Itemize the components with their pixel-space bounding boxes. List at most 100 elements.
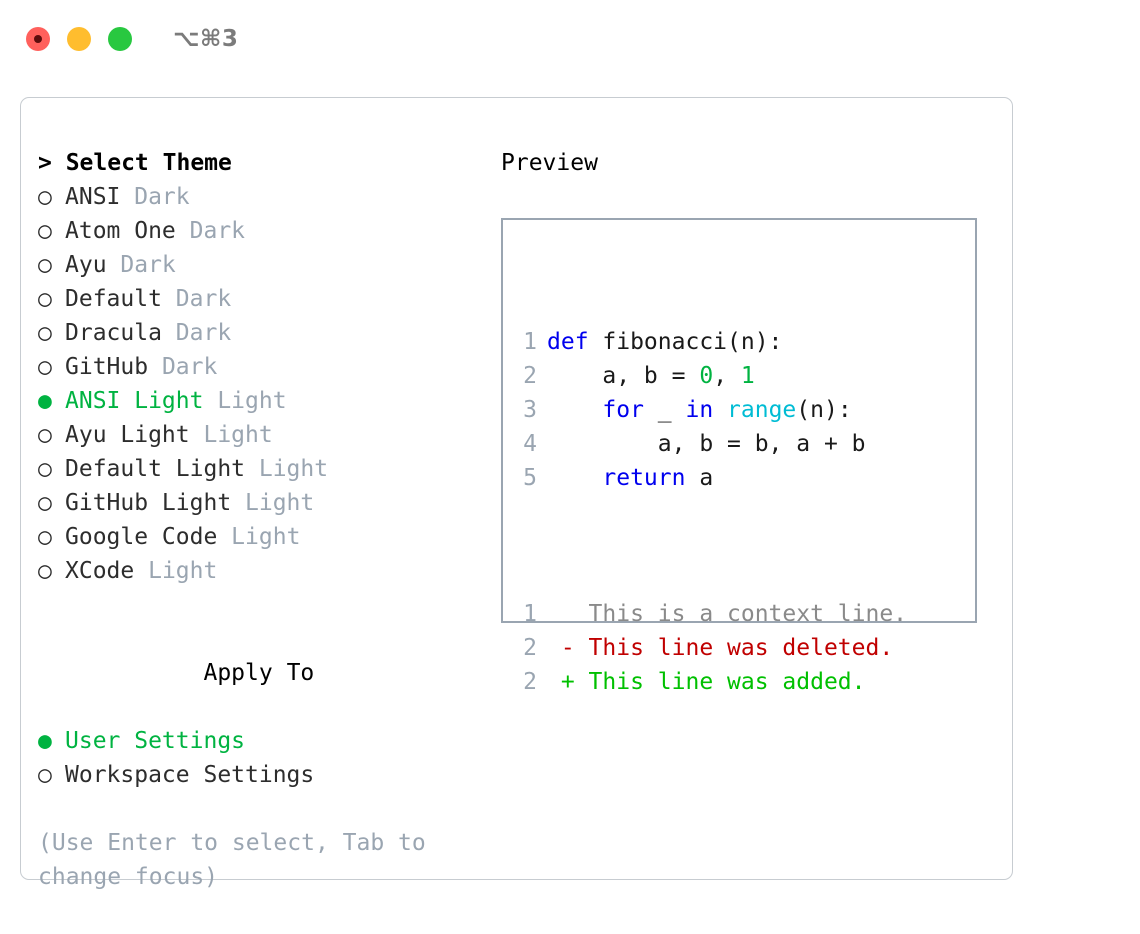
code-token: for xyxy=(602,397,644,423)
radio-unselected-icon: ○ xyxy=(38,252,52,278)
theme-option-label: Google Code xyxy=(65,524,218,550)
theme-option-label: GitHub xyxy=(65,354,149,380)
theme-option-github[interactable]: ○ GitHub Dark xyxy=(38,350,498,384)
code-line: 4 a, b = b, a + b xyxy=(513,427,907,461)
theme-option-tag: Dark xyxy=(161,286,232,312)
radio-unselected-icon: ○ xyxy=(38,456,52,482)
code-token: a, b = xyxy=(547,363,700,389)
theme-option-tag: Light xyxy=(245,456,329,482)
keyboard-hint: (Use Enter to select, Tab to change focu… xyxy=(38,830,426,890)
apply-to-option-workspace-settings[interactable]: ○ Workspace Settings xyxy=(38,758,498,792)
theme-option-tag: Dark xyxy=(175,218,246,244)
code-token: _ xyxy=(643,397,686,423)
theme-option-tag: Dark xyxy=(120,184,190,210)
diff-text: - This line was deleted. xyxy=(547,635,894,661)
theme-option-tag: Dark xyxy=(161,320,232,346)
theme-option-label: ANSI xyxy=(65,184,121,210)
radio-unselected-icon: ○ xyxy=(38,762,52,788)
close-button[interactable] xyxy=(26,27,50,51)
code-token xyxy=(713,397,727,423)
theme-option-ayu[interactable]: ○ Ayu Dark xyxy=(38,248,498,282)
theme-options-list: ○ANSI Dark○Atom One Dark○Ayu Dark○Defaul… xyxy=(38,180,498,588)
apply-to-option-label: User Settings xyxy=(65,728,246,754)
theme-option-ansi-light[interactable]: ●ANSI Light Light xyxy=(38,384,498,418)
code-token: range xyxy=(727,397,797,423)
apply-to-option-label: Workspace Settings xyxy=(65,762,315,788)
code-token: , xyxy=(713,363,741,389)
line-number: 2 xyxy=(523,635,537,661)
apply-to-label: Apply To xyxy=(203,660,315,686)
line-number: 2 xyxy=(523,363,537,389)
radio-unselected-icon: ○ xyxy=(38,320,52,346)
line-number: 1 xyxy=(523,601,537,627)
preview-title: Preview xyxy=(501,150,598,176)
theme-option-github-light[interactable]: ○GitHub Light Light xyxy=(38,486,498,520)
code-token: a xyxy=(685,465,714,491)
radio-unselected-icon: ○ xyxy=(38,490,52,516)
section-spacer xyxy=(38,588,498,622)
code-token: return xyxy=(602,465,686,491)
code-token: 0 xyxy=(699,363,714,389)
apply-to-options-list: ● User Settings ○ Workspace Settings xyxy=(38,724,498,792)
theme-option-default-light[interactable]: ○ Default Light Light xyxy=(38,452,498,486)
code-token: in xyxy=(685,397,714,423)
diff-line: 2 - This line was deleted. xyxy=(513,631,907,665)
theme-option-atom-one[interactable]: ○ Atom One Dark xyxy=(38,214,498,248)
theme-option-tag: Light xyxy=(217,524,301,550)
line-number: 4 xyxy=(523,431,537,457)
theme-option-label: Default Light xyxy=(65,456,246,482)
diff-line: 2 + This line was added. xyxy=(513,665,907,699)
code-line: 5 return a xyxy=(513,461,907,495)
theme-picker-header: > Select Theme xyxy=(38,150,232,176)
theme-option-ayu-light[interactable]: ○ Ayu Light Light xyxy=(38,418,498,452)
theme-option-label: Ayu xyxy=(65,252,107,278)
code-token xyxy=(547,465,602,491)
minimize-button[interactable] xyxy=(67,27,91,51)
code-token: a, b = b, a + b xyxy=(547,431,866,457)
diff-text: + This line was added. xyxy=(547,669,866,695)
theme-option-tag: Light xyxy=(189,422,273,448)
theme-option-tag: Dark xyxy=(106,252,176,278)
code-token: 1 xyxy=(740,363,755,389)
theme-option-tag: Dark xyxy=(148,354,218,380)
code-token xyxy=(547,397,602,423)
theme-option-label: Ayu Light xyxy=(65,422,190,448)
theme-option-label: Atom One xyxy=(65,218,176,244)
theme-option-tag: Light xyxy=(231,490,315,516)
code-line: 2 a, b = 0, 1 xyxy=(513,359,907,393)
code-line: 3 for _ in range(n): xyxy=(513,393,907,427)
theme-option-xcode[interactable]: ○ XCode Light xyxy=(38,554,498,588)
radio-unselected-icon: ○ xyxy=(38,354,52,380)
line-number: 3 xyxy=(523,397,537,423)
theme-option-dracula[interactable]: ○ Dracula Dark xyxy=(38,316,498,350)
radio-unselected-icon: ○ xyxy=(38,218,52,244)
code-token: fibonacci(n): xyxy=(602,329,783,355)
theme-option-label: ANSI Light xyxy=(65,388,204,414)
radio-unselected-icon: ○ xyxy=(38,558,52,584)
diff-lines: 1 This is a context line. 2 - This line w… xyxy=(513,597,907,699)
theme-option-google-code[interactable]: ○ Google Code Light xyxy=(38,520,498,554)
traffic-lights xyxy=(26,27,132,51)
terminal-body: > Select Theme ○ANSI Dark○Atom One Dark○… xyxy=(20,97,1013,890)
apply-to-option-user-settings[interactable]: ● User Settings xyxy=(38,724,498,758)
maximize-button[interactable] xyxy=(108,27,132,51)
title-bar: ⌥⌘3 xyxy=(0,0,1140,78)
theme-picker-panel: > Select Theme ○ANSI Dark○Atom One Dark○… xyxy=(38,146,498,894)
theme-option-tag: Light xyxy=(134,558,218,584)
line-number: 2 xyxy=(523,669,537,695)
radio-unselected-icon: ○ xyxy=(38,286,52,312)
radio-unselected-icon: ○ xyxy=(38,524,52,550)
theme-option-label: Dracula xyxy=(65,320,162,346)
theme-option-default[interactable]: ○Default Dark xyxy=(38,282,498,316)
diff-text: This is a context line. xyxy=(547,601,908,627)
radio-selected-icon: ● xyxy=(38,728,52,754)
radio-unselected-icon: ○ xyxy=(38,184,52,210)
shortcut-label: ⌥⌘3 xyxy=(173,26,239,52)
line-number: 1 xyxy=(523,329,537,355)
radio-unselected-icon: ○ xyxy=(38,422,52,448)
theme-option-ansi[interactable]: ○ ANSI Dark xyxy=(38,180,498,214)
theme-option-label: XCode xyxy=(65,558,135,584)
